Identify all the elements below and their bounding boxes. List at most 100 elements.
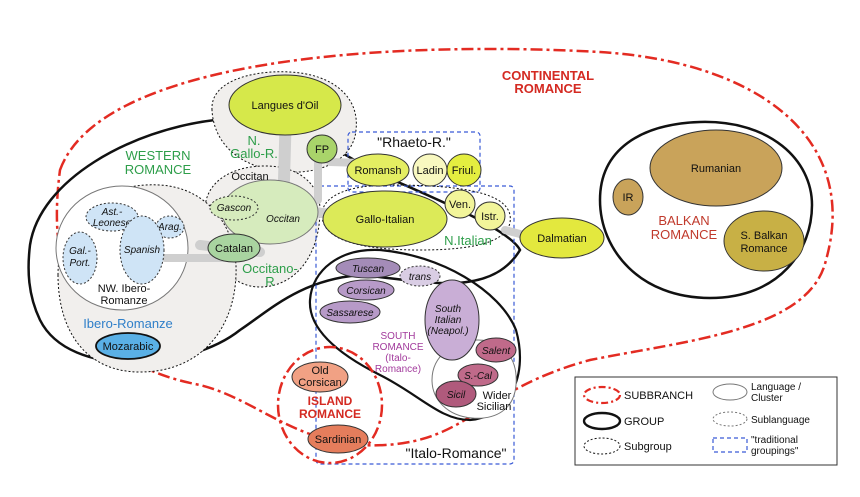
arag-node xyxy=(155,215,185,239)
legend-sublanguage-label: Sublanguage xyxy=(751,415,810,426)
south-italian-node xyxy=(424,279,480,361)
rhaeto-label: "Rhaeto-R." xyxy=(377,134,451,150)
western-label-2: ROMANCE xyxy=(125,162,192,177)
old-corsican-label-2: Corsican xyxy=(298,377,341,389)
s-balkan-node xyxy=(723,210,805,272)
trans-label: trans xyxy=(409,272,431,283)
rumanian-label: Rumanian xyxy=(691,163,741,175)
mozarabic-label: Mozarabic xyxy=(103,341,154,353)
old-corsican-node xyxy=(291,361,349,393)
south-romance-label-2: ROMANCE xyxy=(372,342,423,353)
occitano-label-1: Occitano- xyxy=(242,261,298,276)
ven-node xyxy=(444,189,476,219)
legend-language-label-1: Language / xyxy=(751,382,801,393)
italo-romance-label: "Italo-Romance" xyxy=(406,445,507,461)
arag-label: Arag. xyxy=(157,222,182,233)
legend-sublanguage-swatch xyxy=(712,411,748,427)
sardinian-label: Sardinian xyxy=(315,434,361,446)
n-gallo-label-1: N. xyxy=(248,133,261,148)
legend-language-label-2: Cluster xyxy=(751,393,783,404)
ast-leonese-label-2: Leonese xyxy=(93,218,132,229)
occitan-header-label: Occitan xyxy=(231,171,268,183)
corsican-label: Corsican xyxy=(346,286,386,297)
balkan-label-1: BALKAN xyxy=(658,213,709,228)
legend-traditional-label-2: groupings" xyxy=(751,446,799,457)
tuscan-label: Tuscan xyxy=(352,264,384,275)
s-cal-node xyxy=(457,363,499,387)
ven-label: Ven. xyxy=(449,199,471,211)
fp-node xyxy=(306,134,338,164)
sassarese-node xyxy=(319,300,381,324)
n-italian-subgroup xyxy=(321,184,511,251)
south-italian-label-3: (Neapol.) xyxy=(427,326,468,337)
south-italian-label-2: Italian xyxy=(435,315,462,326)
sicil-node xyxy=(435,380,477,408)
old-corsican-label-1: Old xyxy=(311,365,328,377)
balkan-label-2: ROMANCE xyxy=(651,227,718,242)
friul-label: Friul. xyxy=(452,165,476,177)
ir-label: IR xyxy=(623,192,634,204)
spanish-node xyxy=(119,215,165,285)
sardinian-node xyxy=(307,424,369,454)
legend-group-label: GROUP xyxy=(624,416,664,428)
langues-doil-label: Langues d'Oil xyxy=(252,100,319,112)
gascon-label: Gascon xyxy=(217,203,252,214)
mozarabic-node xyxy=(95,332,161,360)
salent-node xyxy=(475,337,517,363)
legend-subbranch-label: SUBBRANCH xyxy=(624,390,693,402)
legend-subgroup-label: Subgroup xyxy=(624,441,672,453)
rumanian-node xyxy=(649,129,783,207)
western-label-1: WESTERN xyxy=(126,148,191,163)
nw-ibero-label-1: NW. Ibero- xyxy=(98,283,151,295)
ibero-romanze-label: Ibero-Romanze xyxy=(83,316,173,331)
istr-label: Istr. xyxy=(481,211,499,223)
sassarese-label: Sassarese xyxy=(326,308,374,319)
gal-port-label-1: Gal.- xyxy=(69,246,91,257)
ladin-label: Ladin xyxy=(417,165,444,177)
dalmatian-label: Dalmatian xyxy=(537,233,587,245)
legend-subbranch-swatch xyxy=(582,385,622,405)
south-romance-label-4: Romance) xyxy=(375,364,421,375)
wider-sicilian-label-1: Wider xyxy=(483,390,512,402)
balkan-romance-group xyxy=(598,120,814,300)
legend-traditional-label-1: "traditional xyxy=(751,435,798,446)
dalmatian-node xyxy=(519,217,605,259)
island-label-1: ISLAND xyxy=(308,394,353,408)
legend-traditional-swatch xyxy=(712,437,748,453)
catalan-node xyxy=(207,233,261,263)
south-italian-label-1: South xyxy=(435,304,462,315)
continental-label-1: CONTINENTAL xyxy=(502,68,594,83)
continental-label-2: ROMANCE xyxy=(514,81,581,96)
gallo-italian-label: Gallo-Italian xyxy=(356,214,415,226)
salent-label: Salent xyxy=(482,346,512,357)
continental-romance-boundary xyxy=(55,47,834,447)
romansh-label: Romansh xyxy=(354,165,401,177)
gascon-node xyxy=(209,195,259,221)
friul-node xyxy=(446,153,482,187)
legend: SUBBRANCH GROUP Subgroup Language / Clus… xyxy=(574,376,838,466)
n-italian-label: N.Italian xyxy=(444,233,492,248)
south-romance-label-3: (Italo- xyxy=(385,353,411,364)
n-gallo-label-2: Gallo-R. xyxy=(230,146,278,161)
fp-label: FP xyxy=(315,144,329,156)
south-romance-label-1: SOUTH xyxy=(381,331,416,342)
romansh-node xyxy=(346,153,410,187)
gal-port-node xyxy=(62,231,98,285)
legend-language-swatch xyxy=(712,383,748,401)
ir-node xyxy=(612,178,644,216)
istr-node xyxy=(474,201,506,231)
occitano-label-2: R xyxy=(265,274,274,289)
island-romance-boundary xyxy=(276,345,384,465)
tuscan-node xyxy=(335,257,401,279)
gal-port-label-2: Port. xyxy=(69,258,90,269)
catalan-label: Catalan xyxy=(215,243,253,255)
gallo-italian-node xyxy=(322,190,448,248)
spanish-label: Spanish xyxy=(124,245,161,256)
legend-group-swatch xyxy=(582,411,622,431)
wider-sicilian-label-2: Sicilian xyxy=(477,401,512,413)
sicil-label: Sicil xyxy=(447,390,466,401)
s-balkan-label-1: S. Balkan xyxy=(740,230,787,242)
nw-ibero-label-2: Romanze xyxy=(100,295,147,307)
ast-leonese-label-1: Ast.- xyxy=(101,207,123,218)
